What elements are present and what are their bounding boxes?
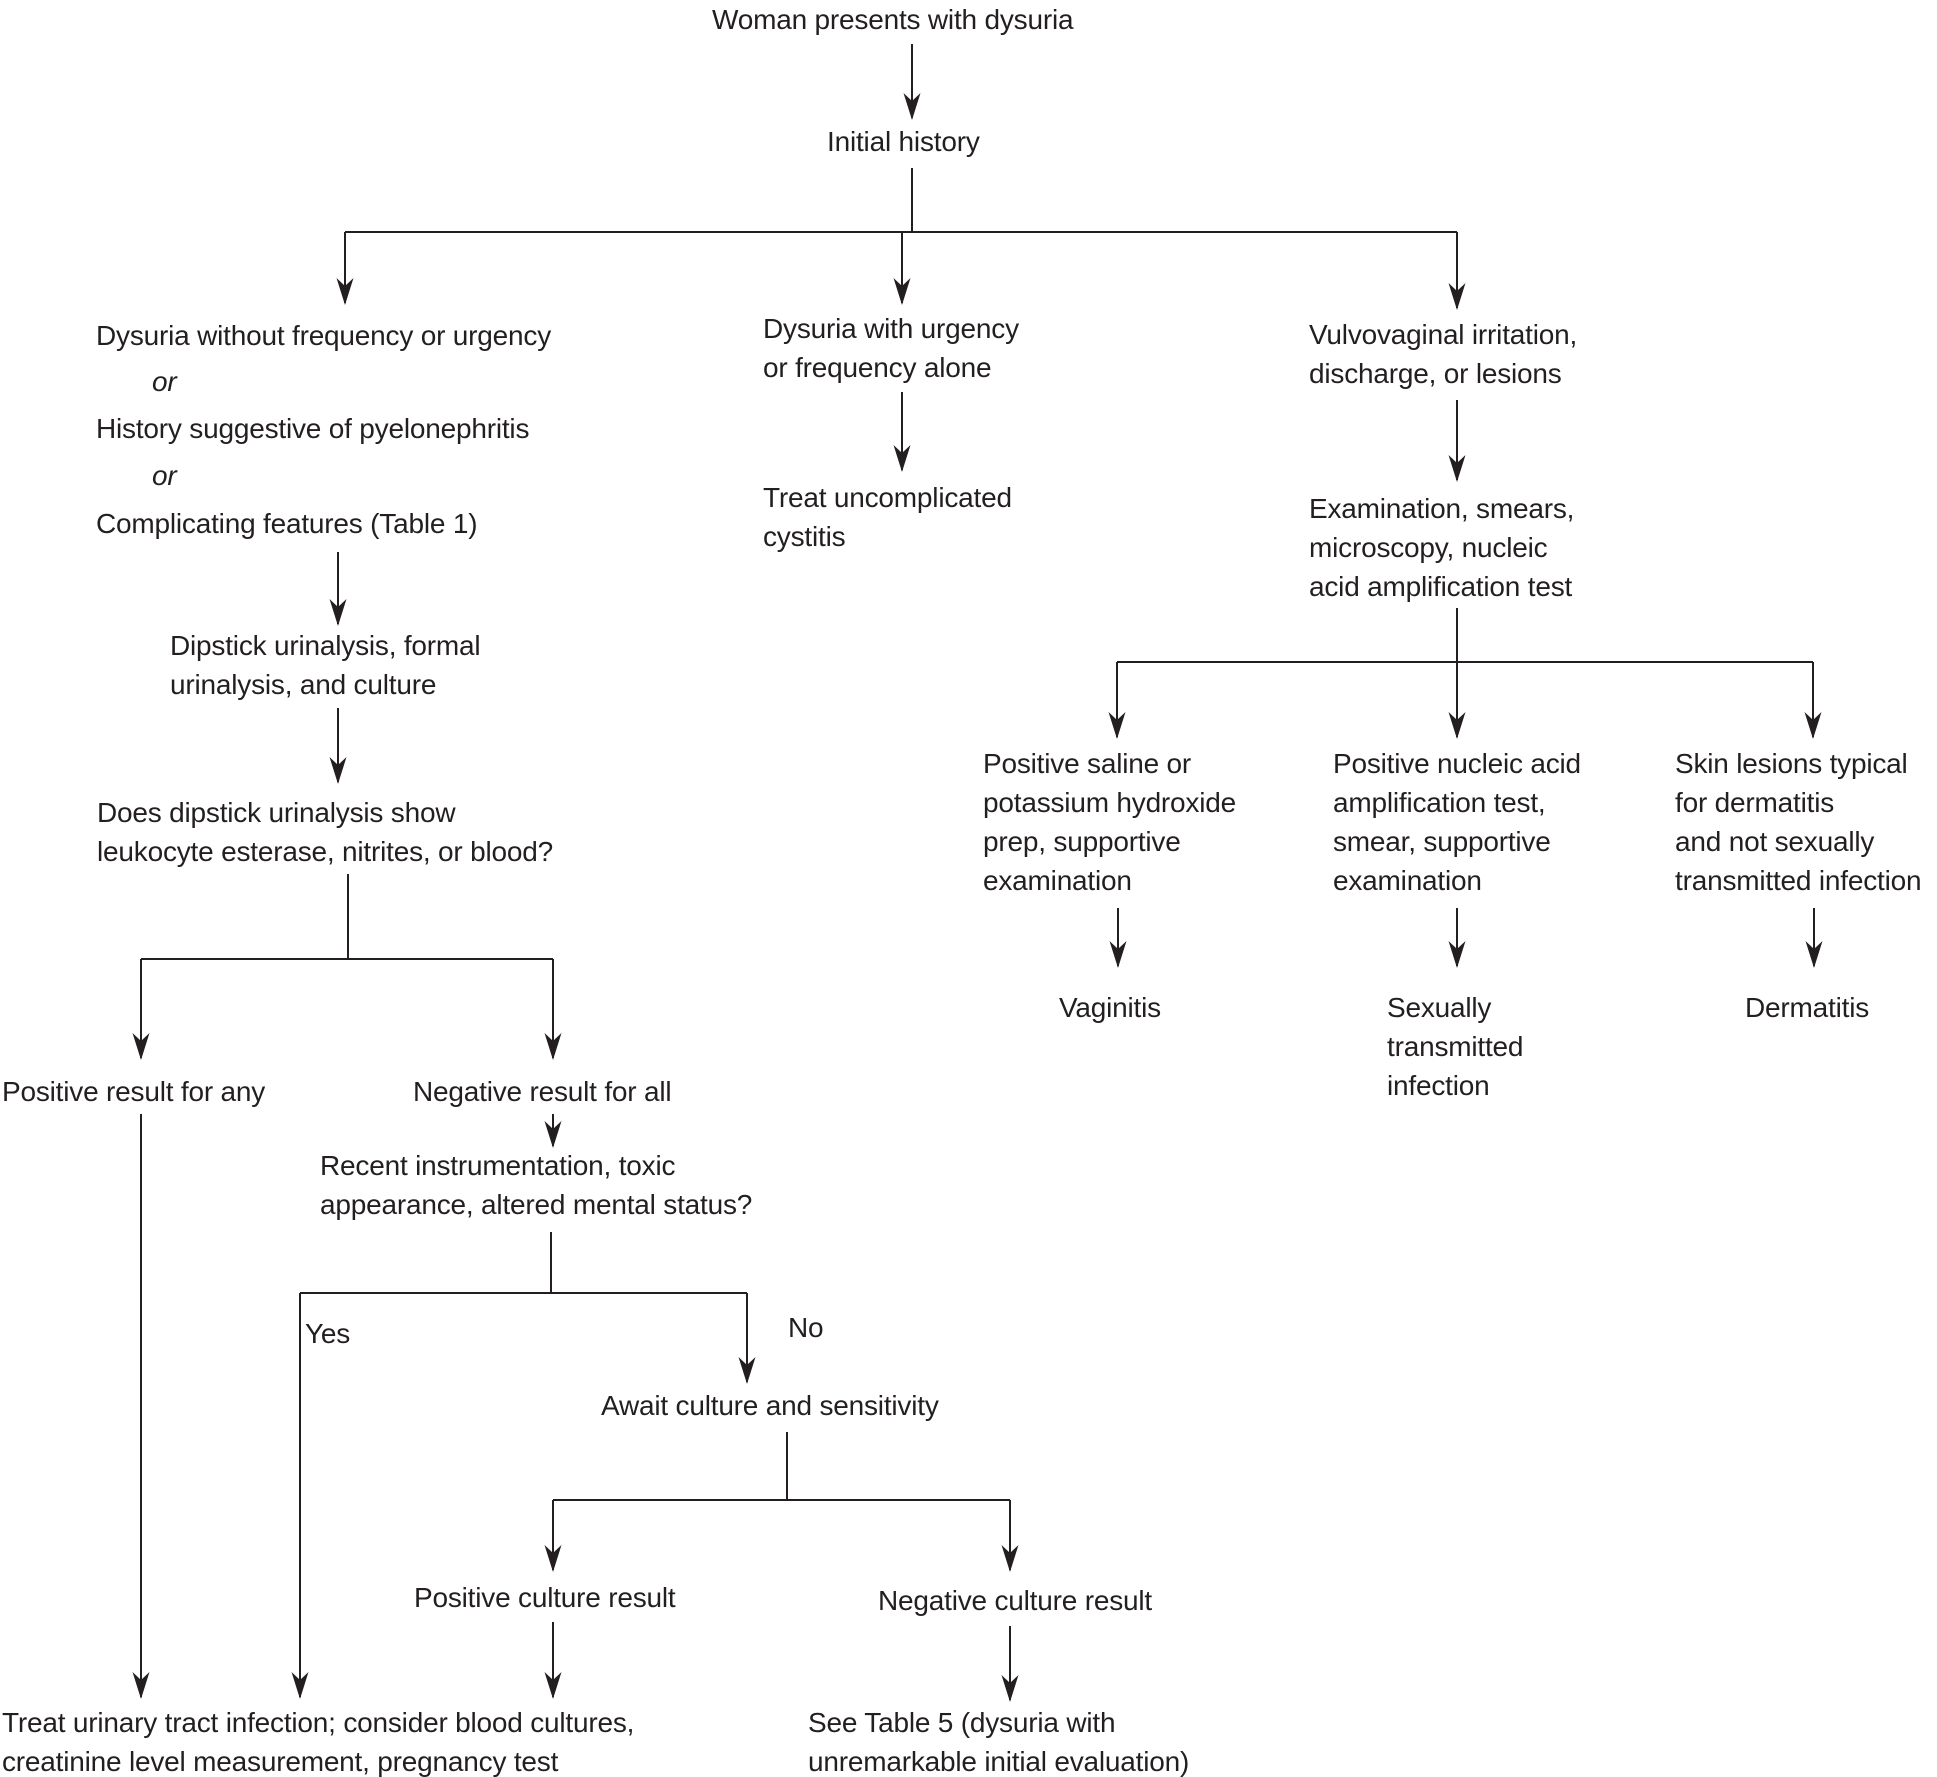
node-text-line: Treat uncomplicated xyxy=(763,482,1012,513)
node-yes-label: Yes xyxy=(305,1314,350,1353)
node-text-line: discharge, or lesions xyxy=(1309,358,1562,389)
node-dermatitis: Dermatitis xyxy=(1745,988,1869,1027)
node-treat-uti: Treat urinary tract infection; consider … xyxy=(2,1703,634,1777)
node-dysuria-without-frequency: Dysuria without frequency or urgency xyxy=(96,316,551,355)
node-text-line: acid amplification test xyxy=(1309,571,1573,602)
node-positive-saline-koh: Positive saline or potassium hydroxide pre… xyxy=(983,744,1236,900)
node-text-line: creatinine level measurement, pregnancy … xyxy=(2,1746,559,1777)
node-text-line: prep, supportive xyxy=(983,826,1181,857)
node-see-table-5: See Table 5 (dysuria with unremarkable in… xyxy=(808,1703,1189,1777)
node-text-line: Sexually xyxy=(1387,992,1492,1023)
node-complicating-features: Complicating features (Table 1) xyxy=(96,504,478,543)
node-text-line: Woman presents with dysuria xyxy=(712,4,1074,35)
node-text-line: for dermatitis xyxy=(1675,787,1835,818)
node-text-line: Initial history xyxy=(827,126,980,157)
node-dysuria-with-urgency: Dysuria with urgency or frequency alone xyxy=(763,309,1019,387)
node-text-line: leukocyte esterase, nitrites, or blood? xyxy=(97,836,554,867)
node-or-1: or xyxy=(152,362,177,401)
node-text-line: or xyxy=(152,460,177,491)
node-text-line: Positive saline or xyxy=(983,748,1192,779)
node-text-line: or xyxy=(152,366,177,397)
node-recent-instrumentation: Recent instrumentation, toxic appearance,… xyxy=(320,1146,752,1224)
node-positive-result-any: Positive result for any xyxy=(2,1072,265,1111)
node-positive-naat: Positive nucleic acid amplification test,… xyxy=(1333,744,1581,900)
node-or-2: or xyxy=(152,456,177,495)
node-negative-culture-result: Negative culture result xyxy=(878,1581,1152,1620)
node-text-line: See Table 5 (dysuria with xyxy=(808,1707,1116,1738)
node-vulvovaginal-irritation: Vulvovaginal irritation, discharge, or le… xyxy=(1309,315,1577,393)
node-text-line: or frequency alone xyxy=(763,352,992,383)
node-text-line: Examination, smears, xyxy=(1309,493,1575,524)
node-text-line: smear, supportive xyxy=(1333,826,1551,857)
node-treat-uncomplicated-cystitis: Treat uncomplicated cystitis xyxy=(763,478,1012,556)
node-text-line: appearance, altered mental status? xyxy=(320,1189,753,1220)
node-text-line: examination xyxy=(1333,865,1482,896)
node-text-line: Dermatitis xyxy=(1745,992,1870,1023)
node-await-culture: Await culture and sensitivity xyxy=(601,1386,939,1425)
node-no-label: No xyxy=(788,1308,824,1347)
node-text-line: Skin lesions typical xyxy=(1675,748,1908,779)
node-text-line: Await culture and sensitivity xyxy=(601,1390,939,1421)
node-skin-lesions: Skin lesions typical for dermatitis and no… xyxy=(1675,744,1922,900)
node-text-line: Positive result for any xyxy=(2,1076,266,1107)
node-text-line: Yes xyxy=(305,1318,351,1349)
node-vaginitis: Vaginitis xyxy=(1059,988,1161,1027)
node-text-line: urinalysis, and culture xyxy=(170,669,437,700)
node-text-line: Treat urinary tract infection; consider … xyxy=(2,1707,635,1738)
node-text-line: Does dipstick urinalysis show xyxy=(97,797,456,828)
node-text-line: transmitted xyxy=(1387,1031,1524,1062)
node-text-line: Complicating features (Table 1) xyxy=(96,508,478,539)
connector-group xyxy=(132,44,1823,1702)
node-text-line: Vaginitis xyxy=(1059,992,1161,1023)
node-woman-presents-with-dysuria: Woman presents with dysuria xyxy=(712,0,1074,39)
node-negative-result-all: Negative result for all xyxy=(413,1072,672,1111)
node-text-line: Vulvovaginal irritation, xyxy=(1309,319,1578,350)
node-text-line: Dysuria with urgency xyxy=(763,313,1019,344)
node-text-line: History suggestive of pyelonephritis xyxy=(96,413,530,444)
node-text-line: Positive culture result xyxy=(414,1582,676,1613)
node-text-line: microscopy, nucleic xyxy=(1309,532,1548,563)
node-text-line: Positive nucleic acid xyxy=(1333,748,1581,779)
node-dipstick-question: Does dipstick urinalysis show leukocyte e… xyxy=(97,793,553,871)
node-text-line: Negative result for all xyxy=(413,1076,672,1107)
node-text-line: Negative culture result xyxy=(878,1585,1152,1616)
node-sexually-transmitted-infection: Sexually transmitted infection xyxy=(1387,988,1523,1105)
node-initial-history: Initial history xyxy=(827,122,980,161)
node-text-line: Dipstick urinalysis, formal xyxy=(170,630,481,661)
node-dipstick-urinalysis: Dipstick urinalysis, formal urinalysis, a… xyxy=(170,626,481,704)
node-text-line: transmitted infection xyxy=(1675,865,1922,896)
node-history-suggestive-pyelonephritis: History suggestive of pyelonephritis xyxy=(96,409,529,448)
node-text-line: infection xyxy=(1387,1070,1490,1101)
node-text-line: cystitis xyxy=(763,521,846,552)
node-text-line: amplification test, xyxy=(1333,787,1546,818)
node-text-line: and not sexually xyxy=(1675,826,1875,857)
node-text-line: unremarkable initial evaluation) xyxy=(808,1746,1190,1777)
node-text-line: No xyxy=(788,1312,824,1343)
node-text-line: examination xyxy=(983,865,1132,896)
node-text-line: Dysuria without frequency or urgency xyxy=(96,320,552,351)
node-text-line: potassium hydroxide xyxy=(983,787,1236,818)
node-positive-culture-result: Positive culture result xyxy=(414,1578,676,1617)
node-examination-smears: Examination, smears, microscopy, nucleic a… xyxy=(1309,489,1574,606)
node-text-line: Recent instrumentation, toxic xyxy=(320,1150,676,1181)
